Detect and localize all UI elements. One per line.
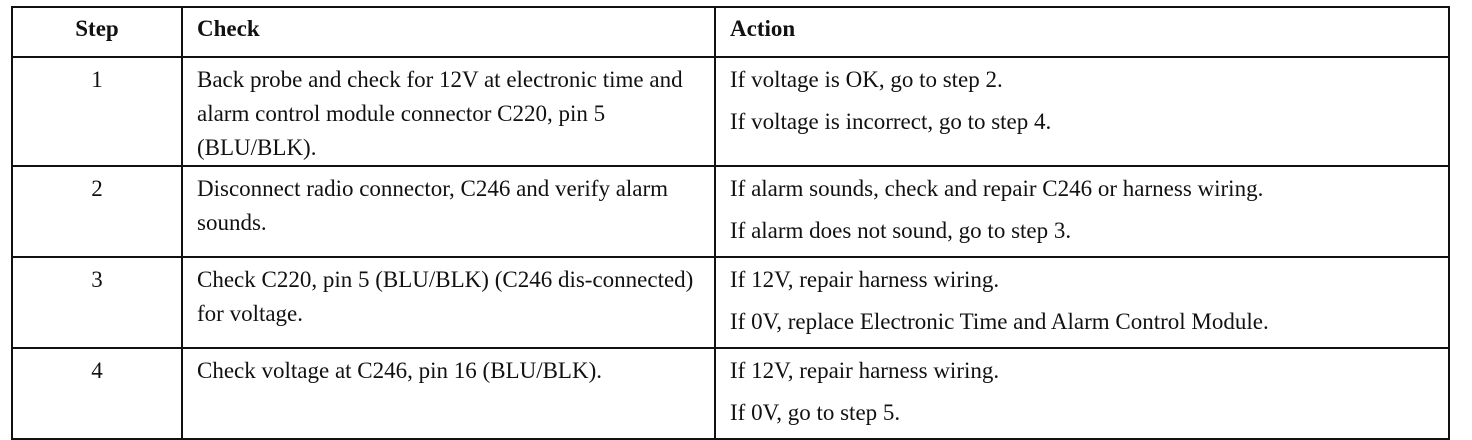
table-row: 2 Disconnect radio connector, C246 and v… [11,165,1450,258]
step-number: 3 [11,256,183,349]
step-number: 2 [11,165,183,258]
header-action: Action [714,6,1450,58]
diagnostic-steps-table: Step Check Action 1 Back probe and check… [11,6,1450,440]
header-row: Step Check Action [11,6,1450,58]
check-cell: Check voltage at C246, pin 16 (BLU/BLK). [181,347,716,440]
action-line: If voltage is OK, go to step 2. [730,67,1003,92]
action-line: If voltage is incorrect, go to step 4. [730,109,1052,134]
diagnostic-table-container: Step Check Action 1 Back probe and check… [11,6,1450,440]
action-line: If alarm sounds, check and repair C246 o… [730,176,1264,201]
check-cell: Back probe and check for 12V at electron… [181,56,716,167]
table-body: 1 Back probe and check for 12V at electr… [11,56,1450,440]
check-cell: Disconnect radio connector, C246 and ver… [181,165,716,258]
action-cell: If 12V, repair harness wiring. If 0V, re… [714,256,1450,349]
action-cell: If 12V, repair harness wiring. If 0V, go… [714,347,1450,440]
step-number: 1 [11,56,183,167]
header-check: Check [181,6,716,58]
action-cell: If voltage is OK, go to step 2. If volta… [714,56,1450,167]
header-step: Step [11,6,183,58]
action-line: If 12V, repair harness wiring. [730,267,1000,292]
action-line: If 0V, go to step 5. [730,400,901,425]
check-cell: Check C220, pin 5 (BLU/BLK) (C246 dis-co… [181,256,716,349]
action-line: If 0V, replace Electronic Time and Alarm… [730,309,1269,334]
action-line: If 12V, repair harness wiring. [730,358,1000,383]
table-row: 3 Check C220, pin 5 (BLU/BLK) (C246 dis-… [11,256,1450,349]
step-number: 4 [11,347,183,440]
action-cell: If alarm sounds, check and repair C246 o… [714,165,1450,258]
table-row: 1 Back probe and check for 12V at electr… [11,56,1450,167]
table-row: 4 Check voltage at C246, pin 16 (BLU/BLK… [11,347,1450,440]
action-line: If alarm does not sound, go to step 3. [730,218,1072,243]
table-header: Step Check Action [11,6,1450,58]
